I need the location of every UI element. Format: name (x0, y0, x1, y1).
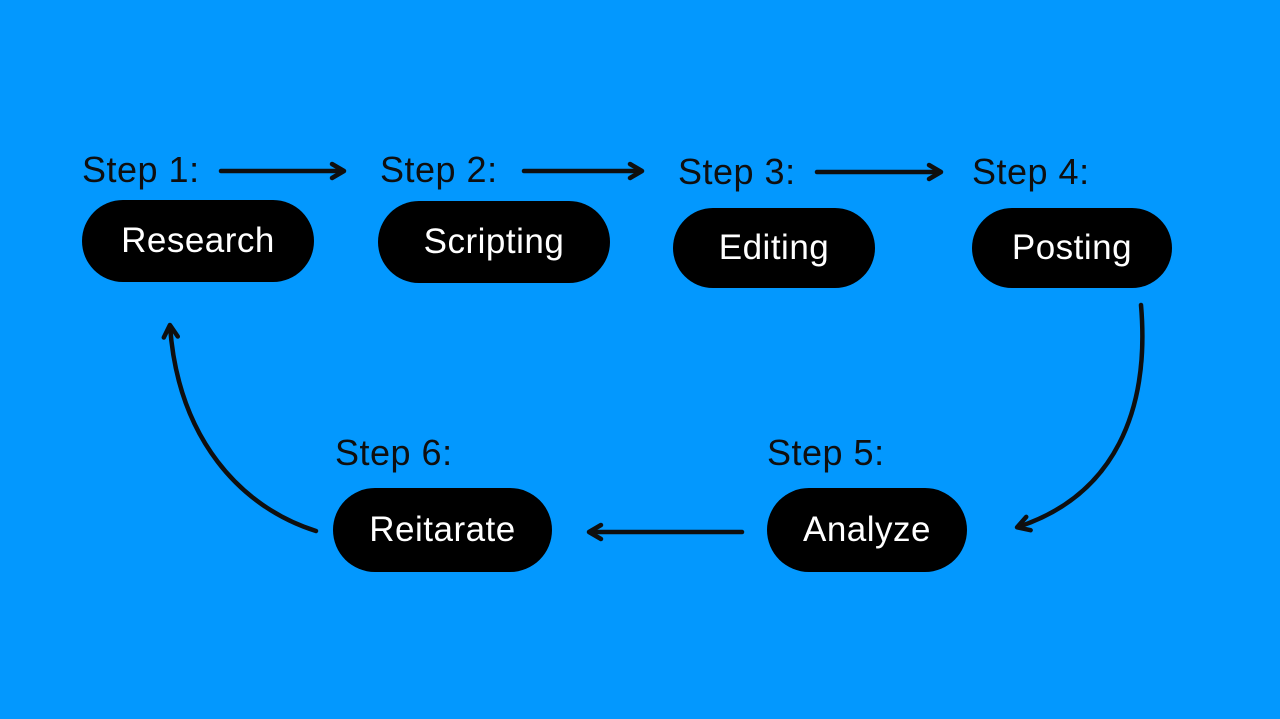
step4-label: Step 4: (972, 151, 1090, 192)
step2-label: Step 2: (380, 149, 498, 190)
step1-label: Step 1: (82, 149, 200, 190)
step3-node: Editing (673, 208, 875, 288)
step1-node-text: Research (121, 221, 275, 260)
step5-label: Step 5: (767, 432, 885, 473)
step2-node: Scripting (378, 201, 610, 283)
step4-node: Posting (972, 208, 1172, 288)
arrow-step6-to-step1 (161, 322, 319, 534)
step1-node: Research (82, 200, 314, 282)
step4-node-text: Posting (1011, 228, 1133, 267)
step5-node-text: Analyze (802, 510, 932, 549)
step6-node: Reitarate (333, 488, 552, 572)
step2-node-text: Scripting (423, 222, 565, 261)
step6-node-text: Reitarate (369, 510, 516, 549)
step3-node-text: Editing (718, 228, 830, 267)
step6-label: Step 6: (335, 432, 453, 473)
step3-label: Step 3: (678, 151, 796, 192)
step5-node: Analyze (767, 488, 967, 572)
arrow-step4-to-step5 (1014, 302, 1145, 533)
